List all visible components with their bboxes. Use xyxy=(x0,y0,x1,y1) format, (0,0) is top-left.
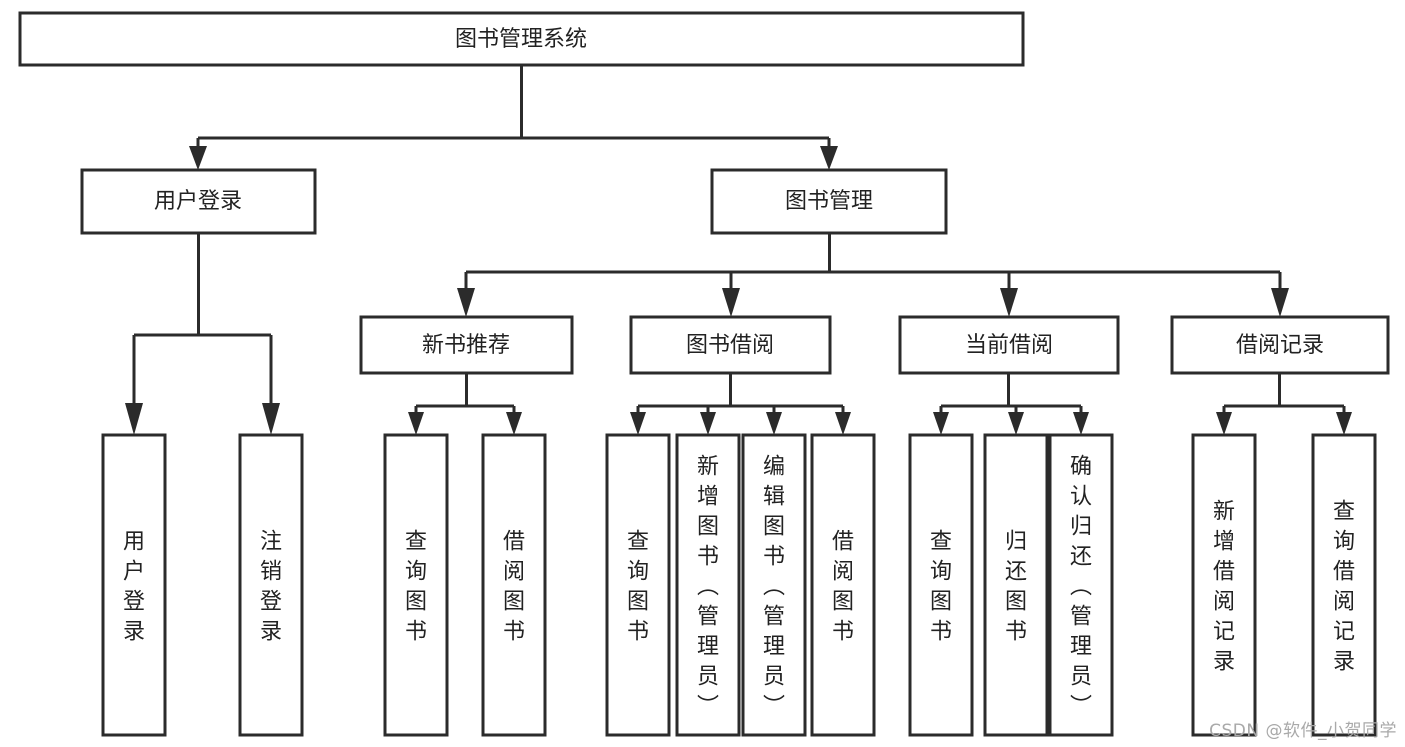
leaf-logout-box[interactable] xyxy=(238,433,304,737)
leaf-query-borrow-record-label: 查询借阅记录 xyxy=(1333,499,1355,674)
leaf-add-borrow-record[interactable]: 新增借阅记录 xyxy=(1191,433,1257,737)
arrowhead-borrow-leaf-3 xyxy=(766,412,782,435)
arrowhead-borrow-leaf-4 xyxy=(835,412,851,435)
leaf-add-borrow-record-box[interactable] xyxy=(1191,433,1257,737)
leaf-query-borrow-record-box[interactable] xyxy=(1311,433,1377,737)
node-new-book-recommend[interactable]: 新书推荐 xyxy=(359,315,574,375)
leaf-add-borrow-record-label: 新增借阅记录 xyxy=(1213,499,1235,674)
leaf-query-book-borrow-label: 查询图书 xyxy=(627,529,649,644)
leaf-edit-book-admin-label: 编辑图书︵管理员︶ xyxy=(763,454,785,719)
leaf-user-login-label: 用户登录 xyxy=(123,529,145,644)
node-borrow-records-box[interactable] xyxy=(1170,315,1390,375)
leaf-return-book-label: 归还图书 xyxy=(1005,529,1027,644)
node-book-management-label: 图书管理 xyxy=(785,189,873,214)
leaf-borrow-book-label: 借阅图书 xyxy=(832,529,854,644)
arrowhead-current-leaf-2 xyxy=(1008,412,1024,435)
leaf-query-book-recommend-label: 查询图书 xyxy=(405,529,427,644)
leaf-confirm-return-admin-box[interactable] xyxy=(1048,433,1114,737)
leaf-query-borrow-record[interactable]: 查询借阅记录 xyxy=(1311,433,1377,737)
leaf-query-book-recommend[interactable]: 查询图书 xyxy=(383,433,449,737)
leaf-user-login[interactable]: 用户登录 xyxy=(101,433,167,737)
arrowhead-borrow-leaf-1 xyxy=(630,412,646,435)
arrowhead-bookmgmt xyxy=(820,146,838,170)
arrowhead-records-leaf-1 xyxy=(1216,412,1232,435)
leaf-logout[interactable]: 注销登录 xyxy=(238,433,304,737)
leaf-query-book-recommend-box[interactable] xyxy=(383,433,449,737)
leaf-borrow-book-recommend[interactable]: 借阅图书 xyxy=(481,433,547,737)
node-current-borrow-box[interactable] xyxy=(898,315,1120,375)
node-book-borrow-box[interactable] xyxy=(629,315,832,375)
leaf-borrow-book-box[interactable] xyxy=(810,433,876,737)
arrowhead-newbook-leaf-1 xyxy=(408,412,424,435)
leaf-confirm-return-admin[interactable]: 确认归还︵管理员︶ xyxy=(1048,433,1114,737)
node-user-login-label: 用户登录 xyxy=(154,189,242,214)
leaf-query-book-current-label: 查询图书 xyxy=(930,529,952,644)
leaf-edit-book-admin-box[interactable] xyxy=(741,433,807,737)
node-current-borrow-label: 当前借阅 xyxy=(965,333,1053,358)
arrowhead-borrow xyxy=(722,288,740,317)
arrowhead-leaf-user-login xyxy=(125,403,143,435)
node-book-borrow-label: 图书借阅 xyxy=(686,333,774,358)
leaf-logout-label: 注销登录 xyxy=(260,529,282,644)
leaf-borrow-book-recommend-box[interactable] xyxy=(481,433,547,737)
nodes-layer: 图书管理系统 用户登录 图书管理 新书推荐 图书借阅 xyxy=(18,11,1390,737)
arrowhead-current xyxy=(1000,288,1018,317)
node-book-borrow[interactable]: 图书借阅 xyxy=(629,315,832,375)
arrowhead-records xyxy=(1271,288,1289,317)
arrowhead-current-leaf-1 xyxy=(933,412,949,435)
node-new-book-recommend-label: 新书推荐 xyxy=(422,333,510,358)
leaf-confirm-return-admin-label: 确认归还︵管理员︶ xyxy=(1070,454,1092,719)
node-root-label: 图书管理系统 xyxy=(455,27,587,52)
arrowhead-newbook-leaf-2 xyxy=(506,412,522,435)
leaf-borrow-book-recommend-label: 借阅图书 xyxy=(503,529,525,644)
leaf-query-book-current-box[interactable] xyxy=(908,433,974,737)
leaf-return-book-box[interactable] xyxy=(983,433,1049,737)
node-root-box[interactable] xyxy=(18,11,1025,67)
arrowhead-newbook xyxy=(457,288,475,317)
leaf-query-book-borrow-box[interactable] xyxy=(605,433,671,737)
leaf-user-login-box[interactable] xyxy=(101,433,167,737)
leaf-return-book[interactable]: 归还图书 xyxy=(983,433,1049,737)
arrowhead-current-leaf-3 xyxy=(1073,412,1089,435)
node-root-system[interactable]: 图书管理系统 xyxy=(18,11,1025,67)
node-user-login-box[interactable] xyxy=(80,168,317,235)
leaf-add-book-admin-label: 新增图书︵管理员︶ xyxy=(697,454,719,719)
leaf-add-book-admin[interactable]: 新增图书︵管理员︶ xyxy=(675,433,741,737)
csdn-watermark: CSDN @软件_小贺同学 xyxy=(1209,721,1397,741)
arrowhead-login xyxy=(189,146,207,170)
arrowhead-leaf-logout xyxy=(262,403,280,435)
node-user-login[interactable]: 用户登录 xyxy=(80,168,317,235)
node-borrow-records[interactable]: 借阅记录 xyxy=(1170,315,1390,375)
edges-layer xyxy=(125,65,1352,435)
node-borrow-records-label: 借阅记录 xyxy=(1236,333,1324,358)
node-book-management-box[interactable] xyxy=(710,168,948,235)
leaf-edit-book-admin[interactable]: 编辑图书︵管理员︶ xyxy=(741,433,807,737)
node-new-book-recommend-box[interactable] xyxy=(359,315,574,375)
arrowhead-records-leaf-2 xyxy=(1336,412,1352,435)
leaf-query-book-current[interactable]: 查询图书 xyxy=(908,433,974,737)
leaf-borrow-book[interactable]: 借阅图书 xyxy=(810,433,876,737)
node-current-borrow[interactable]: 当前借阅 xyxy=(898,315,1120,375)
arrowhead-borrow-leaf-2 xyxy=(700,412,716,435)
node-book-management[interactable]: 图书管理 xyxy=(710,168,948,235)
leaf-add-book-admin-box[interactable] xyxy=(675,433,741,737)
leaf-query-book-borrow[interactable]: 查询图书 xyxy=(605,433,671,737)
